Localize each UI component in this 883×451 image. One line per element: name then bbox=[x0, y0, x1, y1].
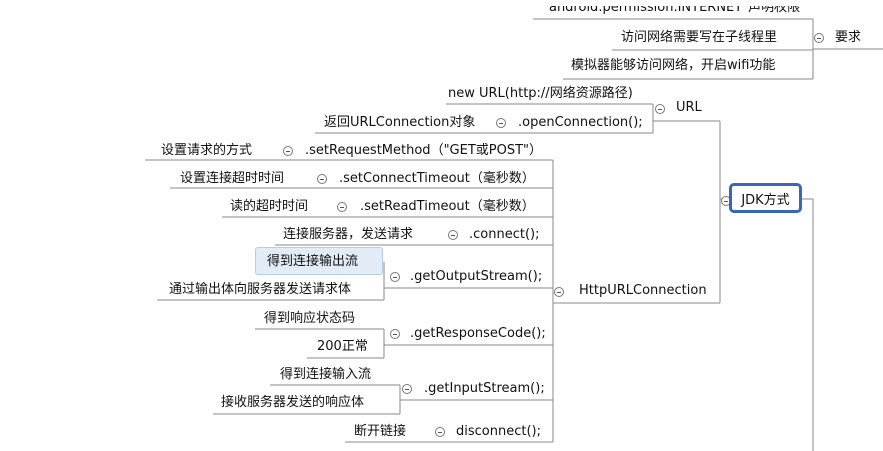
collapse-toggle-icon[interactable] bbox=[448, 230, 458, 240]
network-thread-label: 访问网络需要写在子线程里 bbox=[621, 30, 778, 45]
collapse-toggle-icon[interactable] bbox=[435, 427, 445, 437]
httpurlconnection-node[interactable]: HttpURLConnection bbox=[579, 283, 707, 298]
get-response-code-node[interactable]: .getResponseCode(); bbox=[410, 326, 546, 341]
set-request-method-node[interactable]: .setRequestMethod（"GET或POST"） bbox=[305, 143, 543, 158]
set-read-timeout-node[interactable]: .setReadTimeout（毫秒数） bbox=[360, 199, 535, 214]
collapse-toggle-icon[interactable] bbox=[496, 118, 506, 128]
output-stream-detail[interactable]: 得到连接输出流 bbox=[267, 254, 359, 269]
connect-timeout-detail: 设置连接超时时间 bbox=[180, 171, 285, 186]
disconnect-node[interactable]: disconnect(); bbox=[456, 424, 541, 439]
read-timeout-detail: 读的超时时间 bbox=[230, 199, 309, 214]
get-output-stream-node[interactable]: .getOutputStream(); bbox=[410, 269, 543, 284]
collapse-toggle-icon[interactable] bbox=[283, 146, 293, 156]
jdk-root-label: JDK方式 bbox=[741, 192, 790, 208]
collapse-toggle-icon[interactable] bbox=[402, 384, 412, 394]
disconnect-detail: 断开链接 bbox=[354, 424, 407, 439]
collapse-toggle-icon[interactable] bbox=[655, 104, 665, 114]
return-connection-label: 返回URLConnection对象 bbox=[324, 115, 476, 130]
requirement-node[interactable]: 要求 bbox=[835, 30, 862, 45]
response-code-detail: 得到响应状态码 bbox=[264, 311, 356, 326]
connect-detail: 连接服务器，发送请求 bbox=[283, 227, 414, 242]
connect-node[interactable]: .connect(); bbox=[469, 227, 540, 242]
send-request-body-detail: 通过输出体向服务器发送请求体 bbox=[169, 282, 352, 297]
url-node[interactable]: URL bbox=[676, 100, 702, 115]
collapse-toggle-icon[interactable] bbox=[814, 33, 824, 43]
open-connection-node[interactable]: .openConnection(); bbox=[518, 115, 643, 130]
request-method-detail: 设置请求的方式 bbox=[161, 143, 253, 158]
collapse-toggle-icon[interactable] bbox=[390, 272, 400, 282]
selected-node-highlight[interactable] bbox=[255, 247, 383, 275]
emulator-wifi-label: 模拟器能够访问网络，开启wifi功能 bbox=[571, 58, 776, 73]
input-stream-detail: 得到连接输入流 bbox=[280, 367, 372, 382]
collapse-toggle-icon[interactable] bbox=[554, 287, 564, 297]
receive-response-detail: 接收服务器发送的响应体 bbox=[221, 395, 365, 410]
collapse-toggle-icon[interactable] bbox=[390, 329, 400, 339]
jdk-root-node[interactable]: JDK方式 bbox=[729, 183, 802, 213]
collapse-toggle-icon[interactable] bbox=[337, 202, 347, 212]
new-url-label: new URL(http://网络资源路径) bbox=[448, 86, 633, 101]
internet-permission-label: "android.permission.INTERNET"声明权限 bbox=[543, 0, 801, 15]
set-connect-timeout-node[interactable]: .setConnectTimeout（毫秒数） bbox=[339, 171, 535, 186]
connector bbox=[802, 198, 814, 451]
status-ok-detail: 200正常 bbox=[317, 339, 368, 354]
collapse-toggle-icon[interactable] bbox=[317, 174, 327, 184]
get-input-stream-node[interactable]: .getInputStream(); bbox=[424, 381, 545, 396]
